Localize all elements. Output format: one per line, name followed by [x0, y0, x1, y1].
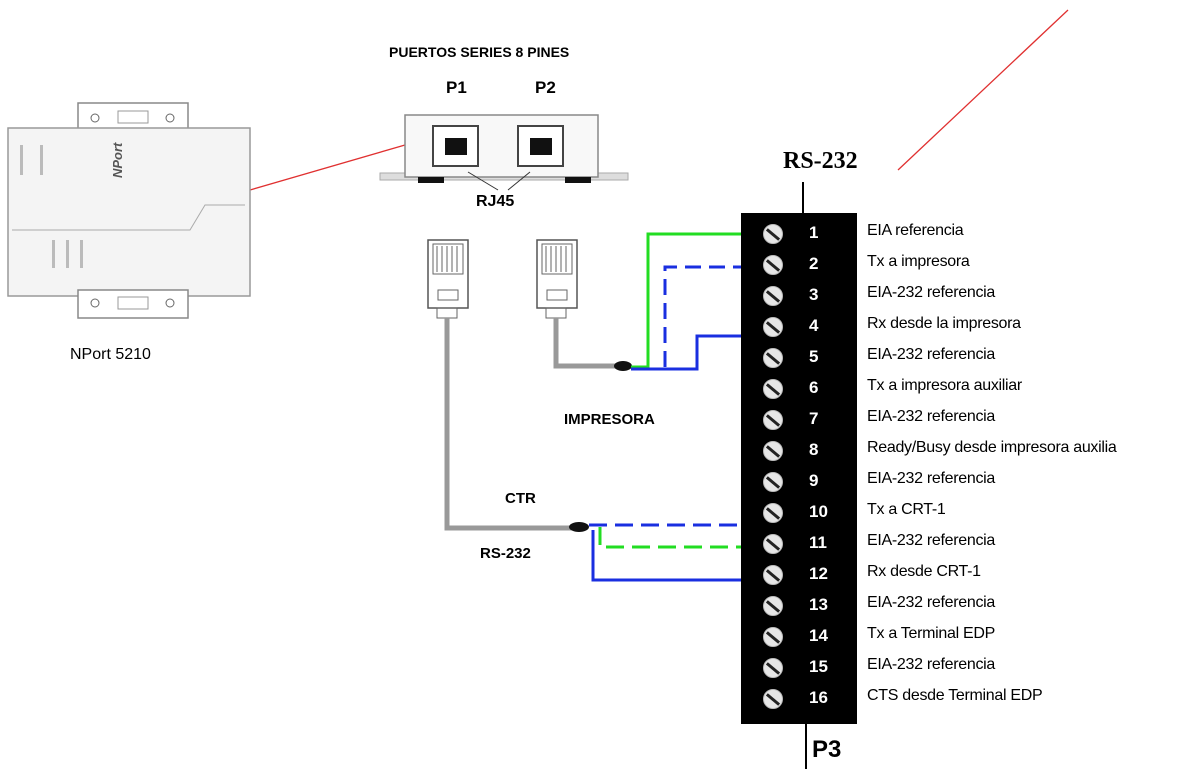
pin-description: EIA-232 referencia	[867, 408, 996, 425]
terminal-pin-row: 16 CTS desde Terminal EDP	[741, 685, 1204, 714]
pin-description: EIA-232 referencia	[867, 470, 996, 487]
pin-number: 4	[809, 316, 819, 335]
screw-icon	[763, 348, 783, 368]
pin-description: Rx desde CRT-1	[867, 563, 981, 580]
svg-text:NPort: NPort	[110, 142, 125, 178]
pin-description: Ready/Busy desde impresora auxilia	[867, 439, 1117, 456]
terminal-pin-row: 7 EIA-232 referencia	[741, 406, 1204, 435]
pin-description: EIA-232 referencia	[867, 532, 996, 549]
pin-number: 12	[809, 564, 828, 583]
cable-printer	[553, 318, 617, 369]
port-p2-label: P2	[535, 78, 556, 97]
pin-description: Tx a impresora	[867, 253, 970, 270]
pin-number: 14	[809, 626, 828, 645]
pin-description: EIA-232 referencia	[867, 284, 996, 301]
terminal-pin-row: 2 Tx a impresora	[741, 251, 1204, 280]
wire-crt-pin12	[591, 530, 745, 582]
cable-ctr	[444, 318, 572, 531]
screw-icon	[763, 689, 783, 709]
screw-icon	[763, 317, 783, 337]
terminal-pin-row: 4 Rx desde la impresora	[741, 313, 1204, 342]
screw-icon	[763, 410, 783, 430]
pin-number: 6	[809, 378, 819, 397]
screw-icon	[763, 596, 783, 616]
rs232-header: RS-232	[783, 148, 858, 174]
pin-number: 3	[809, 285, 819, 304]
ctr-label: CTR	[505, 490, 536, 507]
cable-ctr-boot	[569, 522, 589, 532]
screw-icon	[763, 472, 783, 492]
pin-number: 16	[809, 688, 828, 707]
pin-number: 15	[809, 657, 828, 676]
terminal-pin-row: 11 EIA-232 referencia	[741, 530, 1204, 559]
cable-printer-boot	[614, 361, 632, 371]
rj45-plug-printer	[536, 239, 578, 319]
pin-number: 10	[809, 502, 828, 521]
terminal-pin-row: 10 Tx a CRT-1	[741, 499, 1204, 528]
pin-number: 13	[809, 595, 828, 614]
terminal-pin-row: 13 EIA-232 referencia	[741, 592, 1204, 621]
callout-line-nport	[249, 144, 406, 191]
screw-icon	[763, 503, 783, 523]
terminal-pin-row: 3 EIA-232 referencia	[741, 282, 1204, 311]
pin-description: EIA-232 referencia	[867, 656, 996, 673]
terminal-pin-row: 5 EIA-232 referencia	[741, 344, 1204, 373]
device-name-label: NPort 5210	[70, 346, 151, 363]
pin-description: Tx a impresora auxiliar	[867, 377, 1022, 394]
pin-number: 8	[809, 440, 819, 459]
pin-number: 11	[809, 533, 827, 552]
screw-icon	[763, 441, 783, 461]
rj45-plug-ctr	[427, 239, 469, 319]
pin-number: 1	[809, 223, 819, 242]
pin-number: 7	[809, 409, 819, 428]
connector-label: P3	[812, 736, 842, 763]
pin-description: EIA-232 referencia	[867, 346, 996, 363]
pin-description: CTS desde Terminal EDP	[867, 687, 1043, 704]
rj45-label: RJ45	[476, 193, 515, 210]
screw-icon	[763, 627, 783, 647]
screw-icon	[763, 379, 783, 399]
pin-number: 9	[809, 471, 819, 490]
pin-description: EIA-232 referencia	[867, 594, 996, 611]
pin-description: EIA referencia	[867, 222, 964, 239]
terminal-pin-row: 1 EIA referencia	[741, 220, 1204, 249]
pin-description: Tx a Terminal EDP	[867, 625, 995, 642]
screw-icon	[763, 565, 783, 585]
pin-number: 2	[809, 254, 819, 273]
screw-icon	[763, 534, 783, 554]
pin-number: 5	[809, 347, 819, 366]
terminal-pin-row: 15 EIA-232 referencia	[741, 654, 1204, 683]
ports-title: PUERTOS SERIES 8 PINES	[389, 44, 570, 60]
callout-line-rs232	[897, 9, 1069, 171]
nport-device: NPort	[7, 102, 251, 319]
rs232-cable-label: RS-232	[480, 545, 531, 562]
terminal-pin-row: 14 Tx a Terminal EDP	[741, 623, 1204, 652]
wire-printer-pin2	[663, 265, 745, 367]
wire-printer-pin4	[631, 334, 745, 371]
screw-icon	[763, 658, 783, 678]
terminal-pin-row: 6 Tx a impresora auxiliar	[741, 375, 1204, 404]
terminal-block	[741, 213, 857, 724]
wire-printer-pin1	[631, 232, 745, 369]
screw-icon	[763, 286, 783, 306]
screw-icon	[763, 255, 783, 275]
terminal-pin-row: 9 EIA-232 referencia	[741, 468, 1204, 497]
port-p1-label: P1	[446, 78, 467, 97]
screw-icon	[763, 224, 783, 244]
terminal-pin-row: 12 Rx desde CRT-1	[741, 561, 1204, 590]
terminal-pin-row: 8 Ready/Busy desde impresora auxilia	[741, 437, 1204, 466]
pin-description: Rx desde la impresora	[867, 315, 1021, 332]
printer-label: IMPRESORA	[564, 411, 655, 428]
rj45-port-panel	[379, 114, 629, 191]
wire-crt-pin11	[598, 527, 745, 549]
pin-description: Tx a CRT-1	[867, 501, 946, 518]
